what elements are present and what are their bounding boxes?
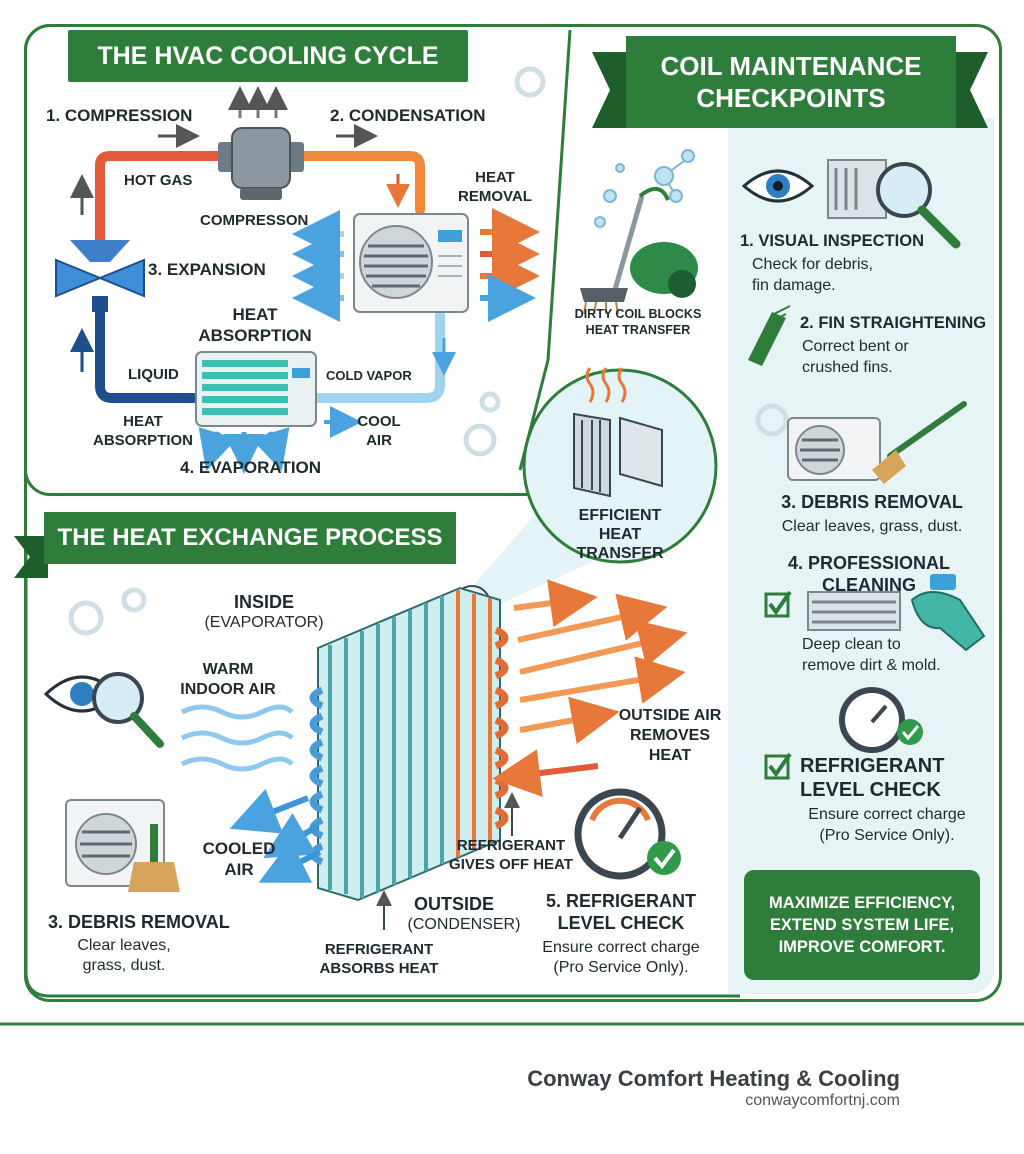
checkpoint-5-desc: Ensure correct charge (Pro Service Only)…	[808, 806, 966, 844]
cycle-panel	[24, 24, 573, 496]
heat-absorption-top-label: HEAT ABSORPTION	[198, 305, 312, 345]
step-condensation: 2. CONDENSATION	[330, 106, 486, 125]
inside-sub-label: (EVAPORATOR)	[204, 614, 324, 631]
gear-icon	[68, 66, 789, 636]
warm-air-label: WARM INDOOR AIR	[180, 661, 276, 698]
maintenance-title-text: COIL MAINTENANCE CHECKPOINTS	[660, 51, 922, 113]
benefits-text: MAXIMIZE EFFICIENCY, EXTEND SYSTEM LIFE,…	[768, 894, 956, 956]
maintenance-title: COIL MAINTENANCE CHECKPOINTS	[626, 36, 956, 128]
checkpoint-1-title: 1. VISUAL INSPECTION	[740, 232, 924, 250]
efficient-transfer-label: EFFICIENT HEAT TRANSFER	[576, 507, 664, 562]
brand-name: Conway Comfort Heating & Cooling	[527, 1066, 900, 1091]
checkpoint-4-title: 4. PROFESSIONAL CLEANING	[787, 553, 951, 595]
compressor-icon	[218, 86, 304, 200]
maintenance-panel	[728, 118, 994, 994]
debris-desc: Clear leaves, grass, dust.	[77, 937, 171, 974]
outdoor-unit-brush-icon	[787, 401, 967, 484]
heat-removal-label: HEAT REMOVAL	[458, 169, 532, 205]
refrigerant-gauge-icon	[574, 788, 681, 880]
checkpoint-2-title: 2. FIN STRAIGHTENING	[800, 314, 987, 332]
expansion-valve-icon	[55, 240, 145, 312]
eye-icon	[741, 169, 815, 203]
efficient-transfer-callout	[453, 367, 718, 623]
benefits-box: MAXIMIZE EFFICIENCY, EXTEND SYSTEM LIFE,…	[744, 870, 980, 980]
step-compression: 1. COMPRESSION	[46, 106, 193, 125]
checkpoint-1-desc: Check for debris, fin damage.	[752, 256, 873, 294]
fin-comb-icon	[748, 305, 791, 366]
cycle-title: THE HVAC COOLING CYCLE	[68, 30, 468, 82]
checkpoint-2-desc: Correct bent or crushed fins.	[802, 338, 909, 376]
outside-air-arrows	[492, 579, 688, 797]
eye-magnifier-icon	[43, 672, 164, 748]
refrigerant-absorbs-label: REFRIGERANT ABSORBS HEAT	[319, 941, 439, 977]
condenser-unit-icon	[353, 213, 469, 313]
condenser-air-arrows	[292, 208, 540, 322]
gauge-icon	[839, 687, 923, 753]
evaporator-coil-icon	[195, 351, 362, 474]
exchange-title: THE HEAT EXCHANGE PROCESS	[44, 512, 456, 564]
step-evaporation: 4. EVAPORATION	[180, 458, 322, 477]
refrigerant-loop	[95, 151, 445, 403]
inside-label: INSIDE	[233, 592, 294, 612]
refrigerant-gives-label: REFRIGERANT GIVES OFF HEAT	[449, 837, 573, 873]
heat-exchanger-coil	[309, 586, 509, 902]
level-title: 5. REFRIGERANT LEVEL CHECK	[545, 891, 696, 933]
checkpoint-3-desc: Clear leaves, grass, dust.	[781, 518, 963, 535]
checkpoint-4-desc: Deep clean to remove dirt & mold.	[802, 636, 941, 674]
outside-air-label: OUTSIDE AIR REMOVES HEAT	[618, 707, 722, 764]
molecule-icon	[594, 149, 695, 228]
brand-url: conwaycomfortnj.com	[745, 1092, 900, 1109]
outdoor-unit-broom-icon	[65, 799, 180, 892]
magnifier-coil-icon	[827, 159, 961, 249]
level-desc: Ensure correct charge (Pro Service Only)…	[542, 939, 700, 976]
checkpoint-3-title: 3. DEBRIS REMOVAL	[781, 492, 963, 512]
outside-label: OUTSIDE	[413, 894, 494, 914]
heat-absorption-left-label: HEAT ABSORPTION	[92, 413, 193, 449]
cool-air-label: COOL AIR	[357, 413, 401, 449]
checkpoint-5-title: REFRIGERANT LEVEL CHECK	[800, 755, 945, 801]
liquid-label: LIQUID	[128, 366, 179, 383]
compressor-label: COMPRESSON	[200, 212, 309, 229]
vacuum-cleaner-icon	[580, 187, 698, 315]
cold-vapor-label: COLD VAPOR	[326, 368, 412, 383]
outside-sub-label: (CONDENSER)	[407, 916, 521, 933]
warm-air-waves	[180, 704, 294, 772]
step-expansion: 3. EXPANSION	[148, 260, 266, 279]
cooled-air-arrows	[229, 788, 322, 883]
debris-title: 3. DEBRIS REMOVAL	[48, 912, 230, 932]
cooled-air-label: COOLED AIR	[202, 839, 276, 879]
checkbox-icon	[764, 590, 792, 780]
cleaning-gloves-icon	[807, 574, 986, 652]
hot-gas-label: HOT GAS	[124, 172, 193, 189]
dirty-coil-label: DIRTY COIL BLOCKS HEAT TRANSFER	[574, 307, 702, 337]
